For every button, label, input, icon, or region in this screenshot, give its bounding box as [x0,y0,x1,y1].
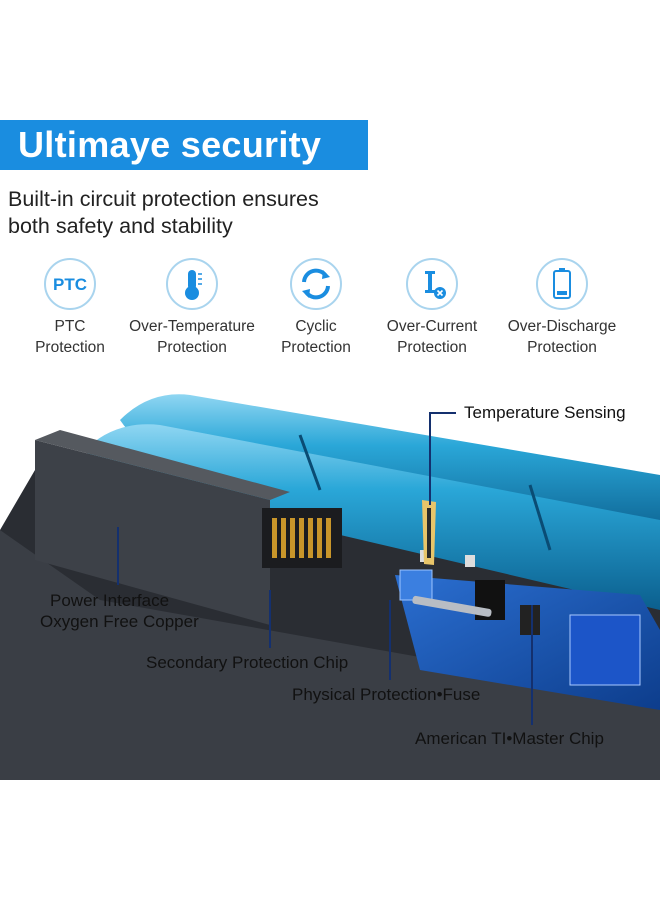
battery-low-icon [536,258,588,310]
feature-label: PTC [54,318,86,335]
callout-secondary-protection-chip: Secondary Protection Chip [146,653,349,672]
ptc-icon: PTC [44,258,96,310]
feature-cyclic: Cyclic Protection [246,258,386,358]
feature-label: Protection [281,339,351,356]
callout-temperature-sensing: Temperature Sensing [464,403,626,422]
feature-label: Cyclic [295,318,337,335]
thermometer-icon [166,258,218,310]
title-banner: Ultimaye security [0,120,368,170]
feature-label: Protection [157,339,227,356]
current-x-icon [406,258,458,310]
feature-over-current: Over-Current Protection [362,258,502,358]
feature-ptc: PTC PTC Protection [0,258,140,358]
feature-label: Protection [527,339,597,356]
feature-list: PTC PTC Protection Over-Temperature Prot… [0,258,660,358]
ptc-icon-text: PTC [53,275,87,294]
cycle-arrows-icon [290,258,342,310]
feature-label: Over-Current [386,318,478,335]
callout-oxygen-free-copper: Oxygen Free Copper [40,612,199,631]
callout-physical-protection-fuse: Physical Protection•Fuse [292,685,481,704]
callout-power-interface: Power Interface [50,591,170,610]
battery-pack-illustration [0,394,660,780]
callout-master-chip: American TI•Master Chip [415,729,604,748]
feature-label: Protection [397,339,467,356]
feature-over-temperature: Over-Temperature Protection [122,258,262,358]
feature-over-discharge: Over-Discharge Protection [492,258,632,358]
banner-title: Ultimaye security [18,124,322,165]
callout-lines [117,412,533,725]
subtitle-line-1: Built-in circuit protection ensures [8,187,319,211]
subtitle-line-2: both safety and stability [8,214,233,238]
feature-label: Over-Discharge [507,318,617,335]
feature-label: Protection [35,339,105,356]
feature-label: Over-Temperature [129,318,255,335]
subtitle: Built-in circuit protection ensures both… [8,186,319,240]
